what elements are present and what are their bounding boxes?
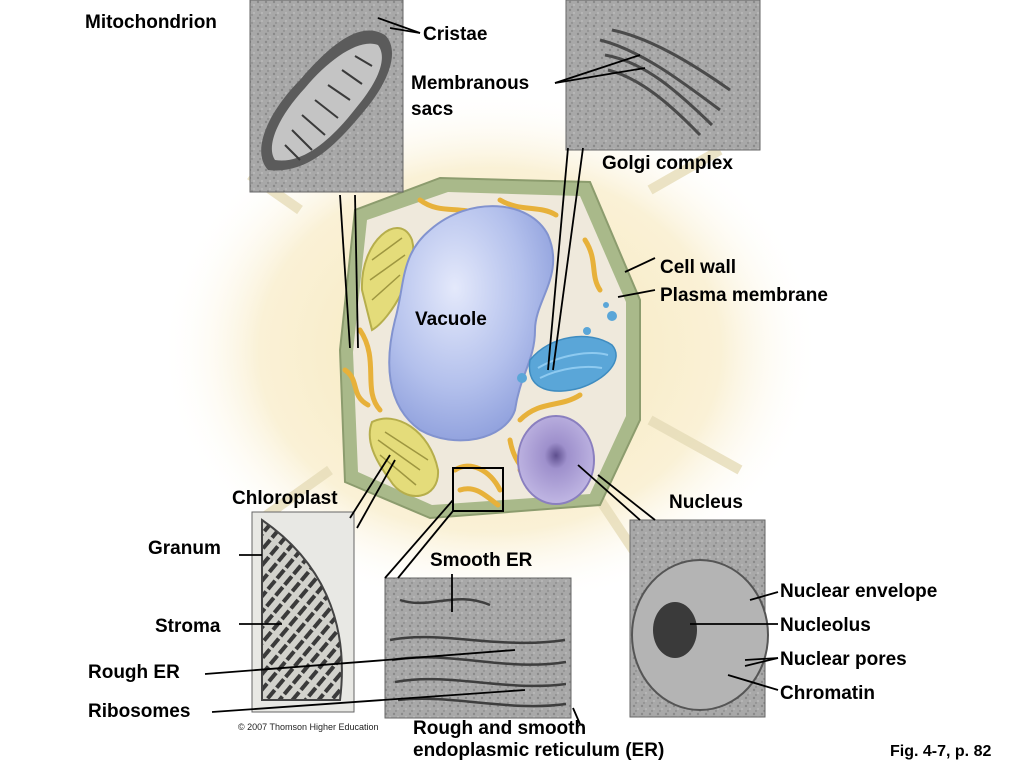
label-membranous-sacs-line2: sacs <box>411 99 454 120</box>
label-smooth-er: Smooth ER <box>430 550 533 571</box>
copyright-notice: © 2007 Thomson Higher Education <box>238 722 379 732</box>
label-golgi-complex: Golgi complex <box>602 153 733 174</box>
label-chloroplast: Chloroplast <box>232 488 338 509</box>
nucleus-micrograph <box>629 519 769 718</box>
er-caption-line2: endoplasmic reticulum (ER) <box>413 740 665 761</box>
er-micrograph <box>384 577 572 719</box>
vacuole <box>388 205 555 442</box>
golgi-micrograph <box>565 0 761 151</box>
label-rough-er: Rough ER <box>88 662 180 683</box>
label-nucleus: Nucleus <box>669 492 743 513</box>
label-membranous-sacs-line1: Membranous <box>411 73 530 94</box>
golgi-apparatus <box>517 302 617 392</box>
chloroplast-micrograph <box>251 511 355 713</box>
label-ribosomes: Ribosomes <box>88 701 191 722</box>
label-cristae: Cristae <box>423 24 488 45</box>
label-nuclear-envelope: Nuclear envelope <box>780 581 938 602</box>
label-nucleolus: Nucleolus <box>780 615 871 636</box>
chloroplasts <box>360 227 440 497</box>
label-mitochondrion: Mitochondrion <box>85 12 217 33</box>
mitochondrion-micrograph <box>249 0 404 193</box>
leader-lines <box>204 17 779 725</box>
label-nuclear-pores: Nuclear pores <box>780 649 907 670</box>
label-granum: Granum <box>148 538 221 559</box>
label-vacuole: Vacuole <box>415 309 487 330</box>
er-caption-line1: Rough and smooth <box>413 718 587 739</box>
figure-reference: Fig. 4-7, p. 82 <box>890 743 992 760</box>
er-inset-box <box>452 467 504 512</box>
label-cell-wall: Cell wall <box>660 257 737 278</box>
label-chromatin: Chromatin <box>780 683 875 704</box>
nucleus <box>517 415 595 505</box>
label-stroma: Stroma <box>155 616 221 637</box>
label-plasma-membrane: Plasma membrane <box>660 285 828 306</box>
